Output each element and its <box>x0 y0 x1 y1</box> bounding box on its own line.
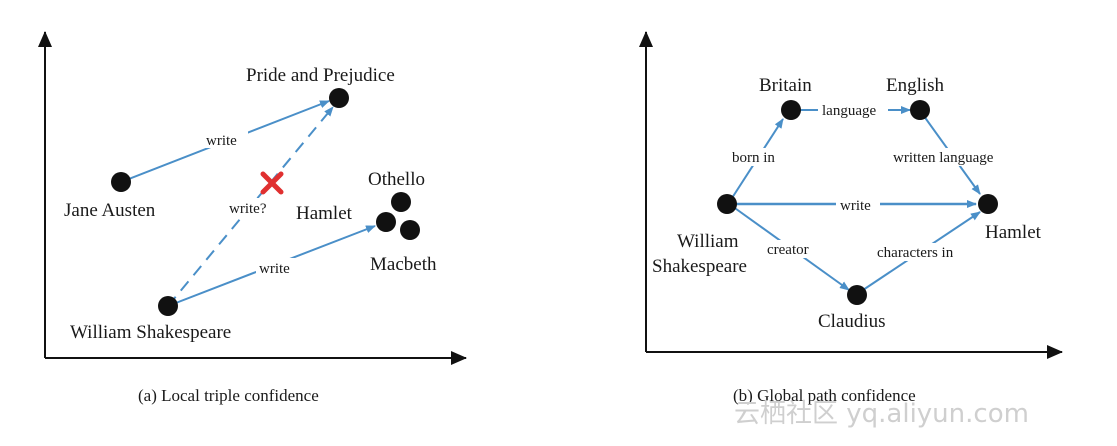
node-william-shakespeare <box>158 296 178 316</box>
label-hamlet-b: Hamlet <box>985 222 1042 243</box>
node-pride-and-prejudice <box>329 88 349 108</box>
edge-label-characters-in: characters in <box>877 245 954 261</box>
label-hamlet: Hamlet <box>296 203 353 224</box>
node-william-shakespeare-b <box>717 194 737 214</box>
edge-label-born-in: born in <box>732 150 775 166</box>
label-william-shakespeare: William Shakespeare <box>70 322 231 343</box>
panel-a-axes <box>38 31 467 365</box>
label-othello: Othello <box>368 169 425 190</box>
edge-label-written-language: written language <box>893 150 994 166</box>
label-english: English <box>886 75 945 96</box>
node-english <box>910 100 930 120</box>
node-claudius <box>847 285 867 305</box>
edge-label-write-question: write? <box>229 201 267 217</box>
label-britain: Britain <box>759 75 812 96</box>
node-britain <box>781 100 801 120</box>
edge-label-shakespeare-write: write <box>259 261 290 277</box>
label-claudius: Claudius <box>818 311 886 332</box>
label-pride-and-prejudice: Pride and Prejudice <box>246 65 395 86</box>
watermark: 云栖社区 yq.aliyun.com <box>734 399 1029 429</box>
edge-label-creator: creator <box>767 242 809 258</box>
node-jane-austen <box>111 172 131 192</box>
cross-icon <box>260 171 284 195</box>
node-hamlet-b <box>978 194 998 214</box>
node-macbeth <box>400 220 420 240</box>
edge-label-language: language <box>822 103 876 119</box>
node-hamlet <box>376 212 396 232</box>
caption-panel-a: (a) Local triple confidence <box>138 386 319 405</box>
label-macbeth: Macbeth <box>370 254 437 275</box>
node-othello <box>391 192 411 212</box>
label-jane-austen: Jane Austen <box>64 200 156 221</box>
panel-b: Britain English William Shakespeare Haml… <box>639 31 1063 405</box>
label-william: William <box>677 231 739 252</box>
edge-label-austen-write: write <box>206 133 237 149</box>
edge-label-write: write <box>840 198 871 214</box>
panel-b-axes <box>639 31 1063 359</box>
caption-panel-b: (b) Global path confidence <box>733 386 916 405</box>
panel-a: Pride and Prejudice Jane Austen Othello … <box>38 31 467 405</box>
label-shakespeare: Shakespeare <box>652 256 747 277</box>
